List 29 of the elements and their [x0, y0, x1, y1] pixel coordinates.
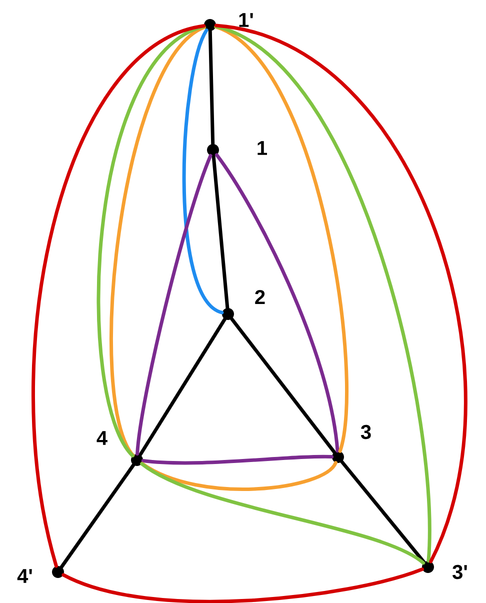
vertex-label: 3 — [360, 424, 371, 440]
graph-edge — [230, 317, 336, 454]
vertex-dot — [131, 454, 143, 466]
graph-edge — [215, 153, 340, 453]
graph-edge — [60, 463, 136, 569]
graph-edge — [214, 25, 348, 453]
vertex-label: 4' — [17, 569, 32, 583]
vertex-label: 1' — [239, 13, 253, 27]
vertex-label: 3' — [452, 564, 467, 580]
vertex-dot — [222, 308, 234, 320]
graph-edge — [140, 461, 338, 491]
graph-edge — [140, 462, 426, 565]
vertex-dot — [204, 19, 216, 31]
vertex-dot — [52, 566, 64, 578]
graph-edge — [62, 568, 424, 603]
vertex-dot — [207, 144, 219, 156]
graph-edge — [340, 460, 426, 564]
graph-edge — [141, 454, 334, 465]
graph-edge — [138, 318, 226, 456]
vertex-label: 4 — [96, 431, 108, 445]
vertex-dot — [332, 451, 344, 463]
graph-edge — [182, 28, 224, 314]
vertex-label: 2 — [255, 290, 265, 304]
vertex-label: 1 — [258, 141, 267, 155]
graph-edge — [208, 29, 215, 146]
vertex-dot — [422, 561, 434, 573]
graph-edge — [212, 154, 230, 310]
graph-edge — [136, 154, 212, 456]
graph-edge — [31, 24, 206, 568]
